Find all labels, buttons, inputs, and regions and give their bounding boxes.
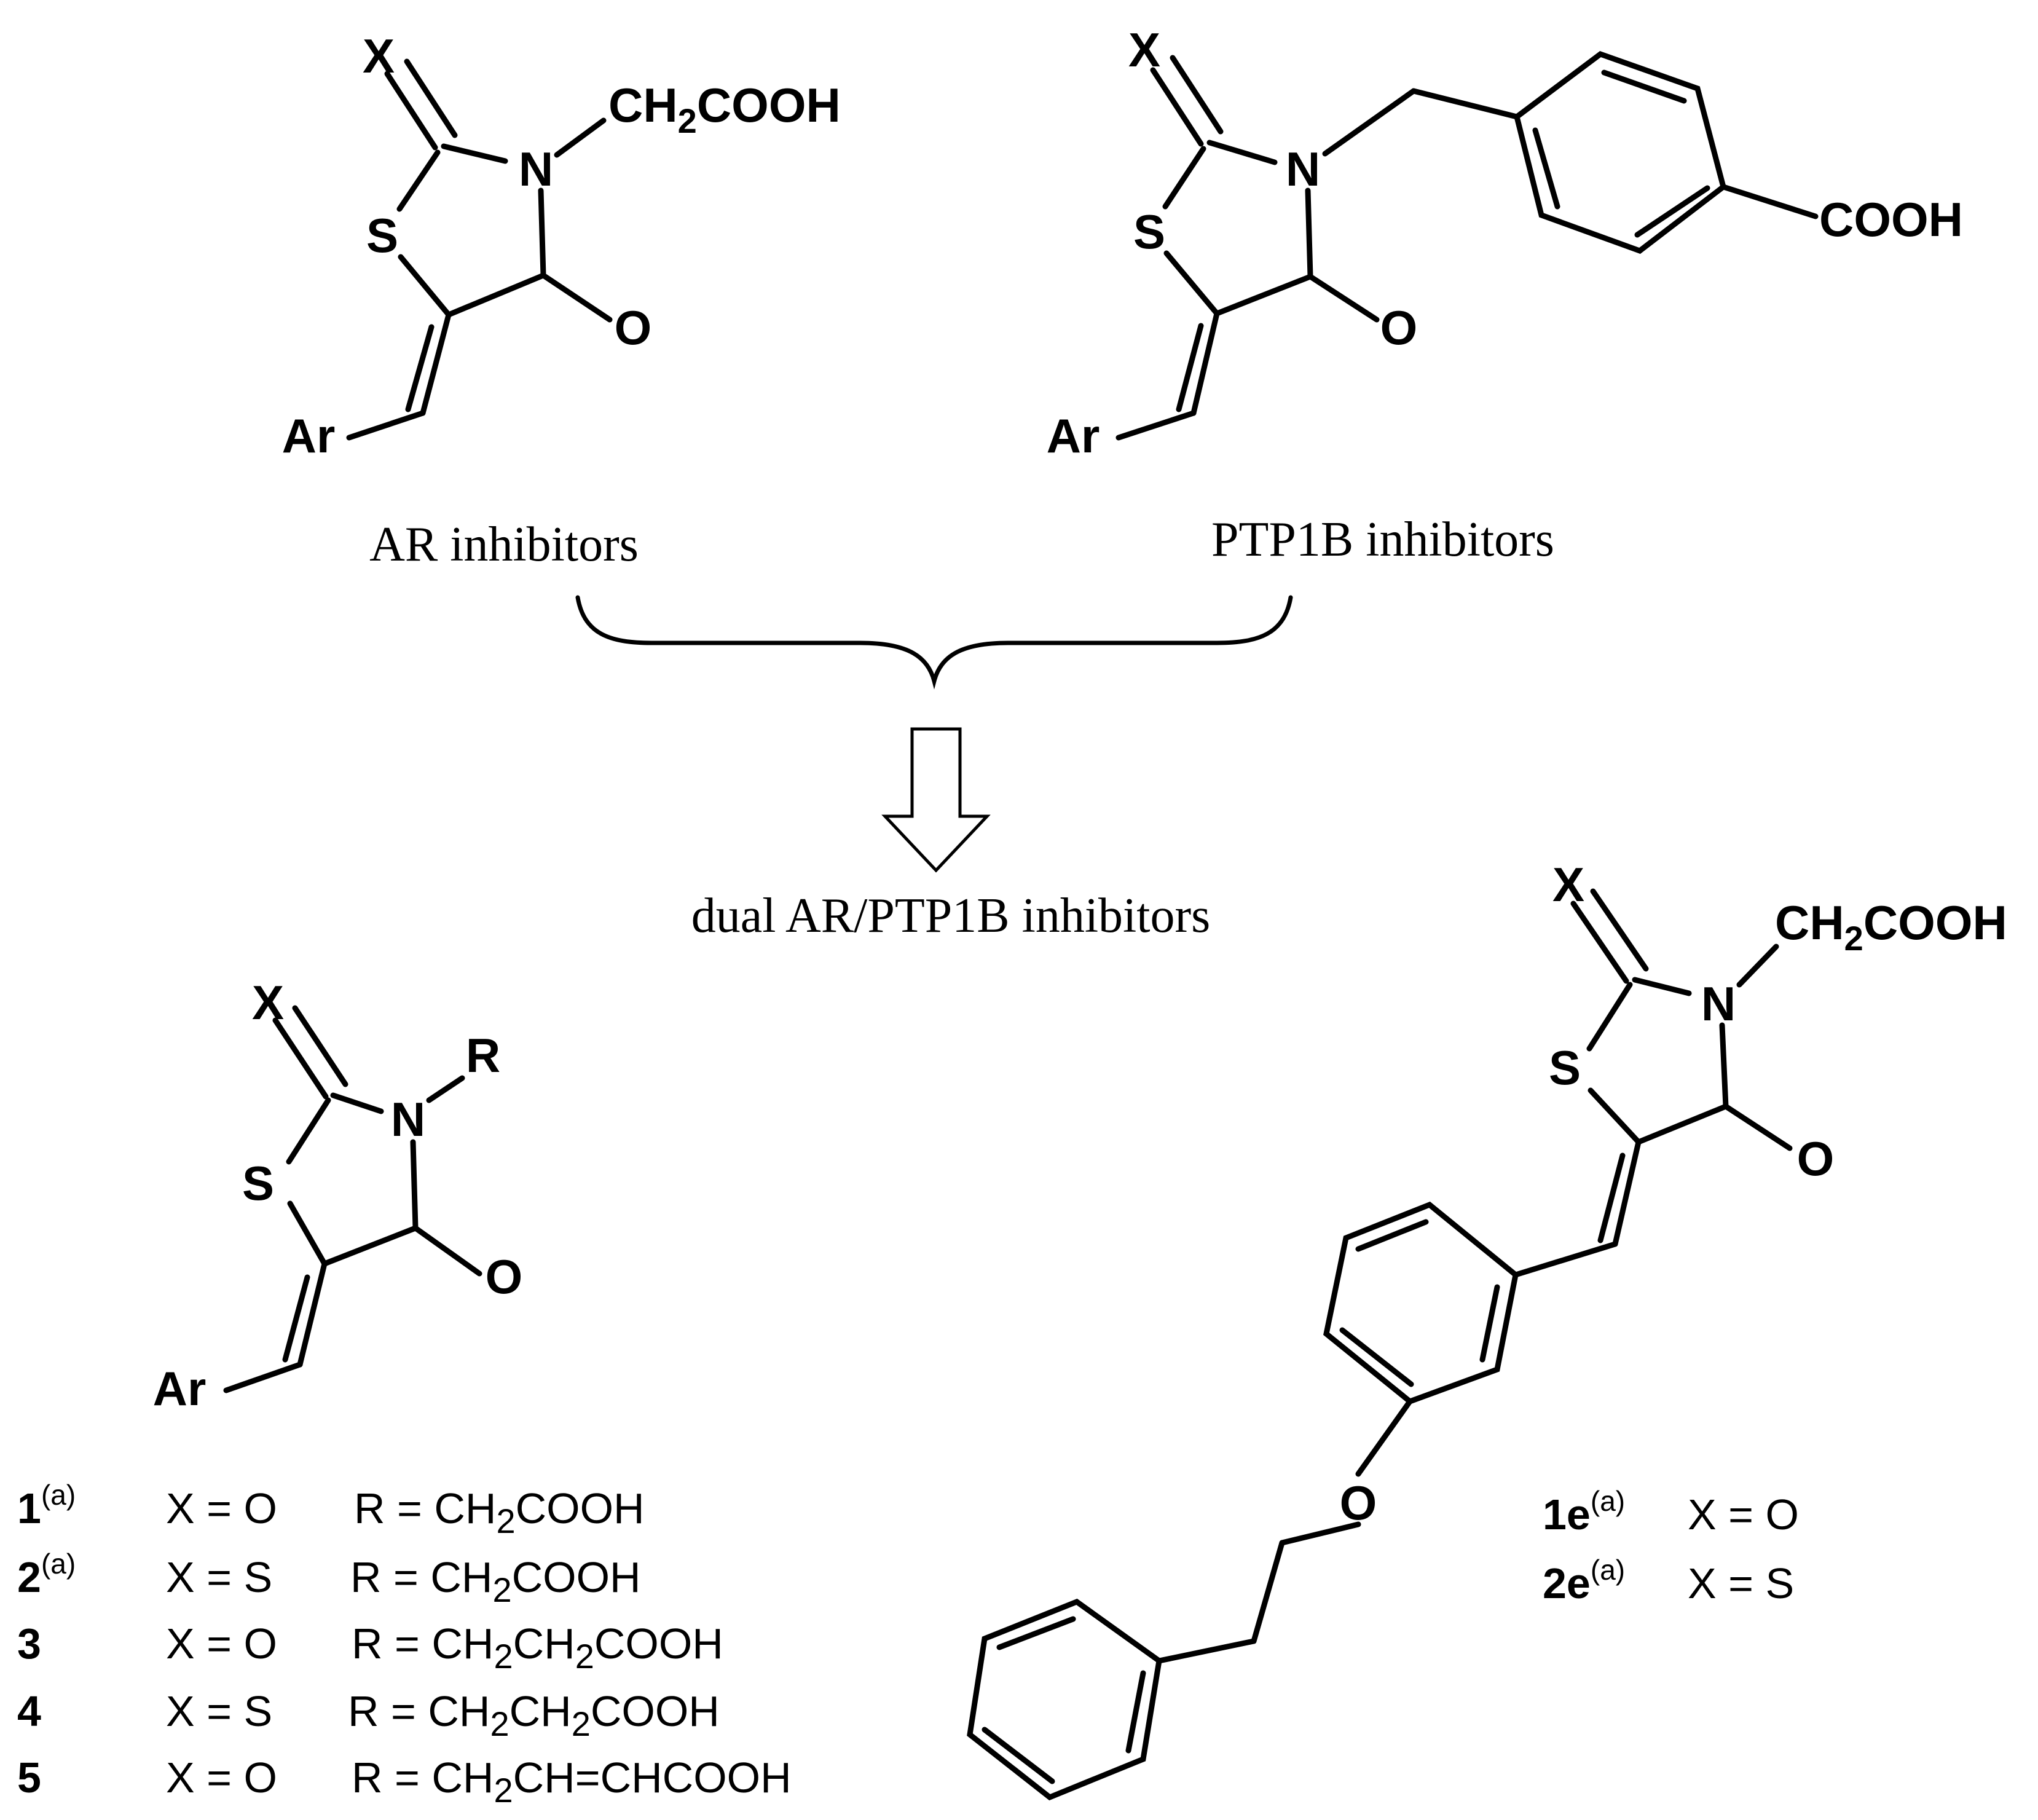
svg-text:1e(a): 1e(a) (1543, 1485, 1625, 1538)
atom-s: S (1549, 1041, 1581, 1095)
svg-text:X = S: X = S (1688, 1559, 1794, 1607)
compound-table: 1(a) X = O R = CH2COOH 2(a) X = S R = CH… (17, 1479, 792, 1810)
svg-text:3: 3 (17, 1620, 41, 1668)
atom-o: O (486, 1250, 523, 1304)
svg-text:X = O: X = O (166, 1484, 277, 1532)
ar-inhibitor-structure: X N S O Ar CH2COOH (282, 29, 841, 463)
atom-o: O (1380, 301, 1418, 355)
svg-text:2(a): 2(a) (17, 1548, 76, 1601)
svg-text:R = CH2COOH: R = CH2COOH (354, 1484, 645, 1540)
compound-row-2e: 2e(a) X = S (1543, 1554, 1794, 1607)
lead-compound-structure: X N S O O CH2COOH (967, 857, 2007, 1801)
atom-n: N (1701, 977, 1736, 1031)
atom-o-ether: O (1340, 1476, 1377, 1530)
compound-row-3: 3 X = O R = CH2CH2COOH (17, 1620, 723, 1676)
substituent-ch2cooh: CH2COOH (1775, 896, 2007, 958)
svg-text:X = S: X = S (166, 1553, 272, 1601)
general-structure: X N S O Ar R (153, 975, 523, 1416)
ptp1b-inhibitor-structure: X N S O Ar COOH (1047, 23, 1963, 463)
atom-x: X (1552, 857, 1584, 912)
svg-text:4: 4 (17, 1687, 41, 1735)
svg-text:X = O: X = O (1688, 1491, 1799, 1538)
caption-dual-inhibitors: dual AR/PTP1B inhibitors (691, 889, 1211, 943)
atom-ar: Ar (153, 1361, 207, 1416)
atom-r: R (466, 1028, 500, 1082)
svg-text:5: 5 (17, 1754, 41, 1802)
atom-s: S (366, 208, 398, 262)
substituent-cooh: COOH (1819, 192, 1963, 246)
atom-ar: Ar (1047, 409, 1100, 463)
atom-x: X (252, 975, 284, 1030)
merge-brace (575, 595, 1293, 690)
compound-row-4: 4 X = S R = CH2CH2COOH (17, 1687, 720, 1743)
atom-o: O (1797, 1132, 1835, 1186)
substituent-ch2cooh: CH2COOH (608, 78, 841, 140)
atom-n: N (391, 1092, 425, 1146)
svg-text:R = CH2CH2COOH: R = CH2CH2COOH (348, 1687, 720, 1743)
atom-s: S (242, 1156, 274, 1210)
atom-o: O (615, 301, 652, 355)
atom-n: N (519, 142, 553, 196)
svg-text:1(a): 1(a) (17, 1479, 76, 1532)
atom-n: N (1286, 142, 1320, 196)
svg-text:X = O: X = O (166, 1620, 277, 1668)
svg-text:R = CH2CH2COOH: R = CH2CH2COOH (352, 1620, 723, 1676)
svg-text:X = S: X = S (166, 1687, 272, 1735)
atom-s: S (1133, 205, 1165, 259)
svg-text:X = O: X = O (166, 1754, 277, 1802)
down-arrow (881, 727, 991, 873)
svg-text:R = CH2COOH: R = CH2COOH (350, 1553, 641, 1609)
compound-row-2: 2(a) X = S R = CH2COOH (17, 1548, 641, 1609)
compound-row-1e: 1e(a) X = O (1543, 1485, 1799, 1538)
compound-row-5: 5 X = O R = CH2CH=CHCOOH (17, 1754, 792, 1810)
svg-text:R = CH2CH=CHCOOH: R = CH2CH=CHCOOH (352, 1754, 792, 1810)
caption-ptp1b-inhibitors: PTP1B inhibitors (1211, 513, 1554, 567)
svg-text:2e(a): 2e(a) (1543, 1554, 1625, 1607)
caption-ar-inhibitors: AR inhibitors (369, 518, 639, 572)
lead-compound-table: 1e(a) X = O 2e(a) X = S (1543, 1485, 1799, 1607)
atom-ar: Ar (282, 409, 336, 463)
compound-row-1: 1(a) X = O R = CH2COOH (17, 1479, 645, 1540)
atom-x: X (363, 29, 395, 83)
atom-x: X (1128, 23, 1160, 77)
